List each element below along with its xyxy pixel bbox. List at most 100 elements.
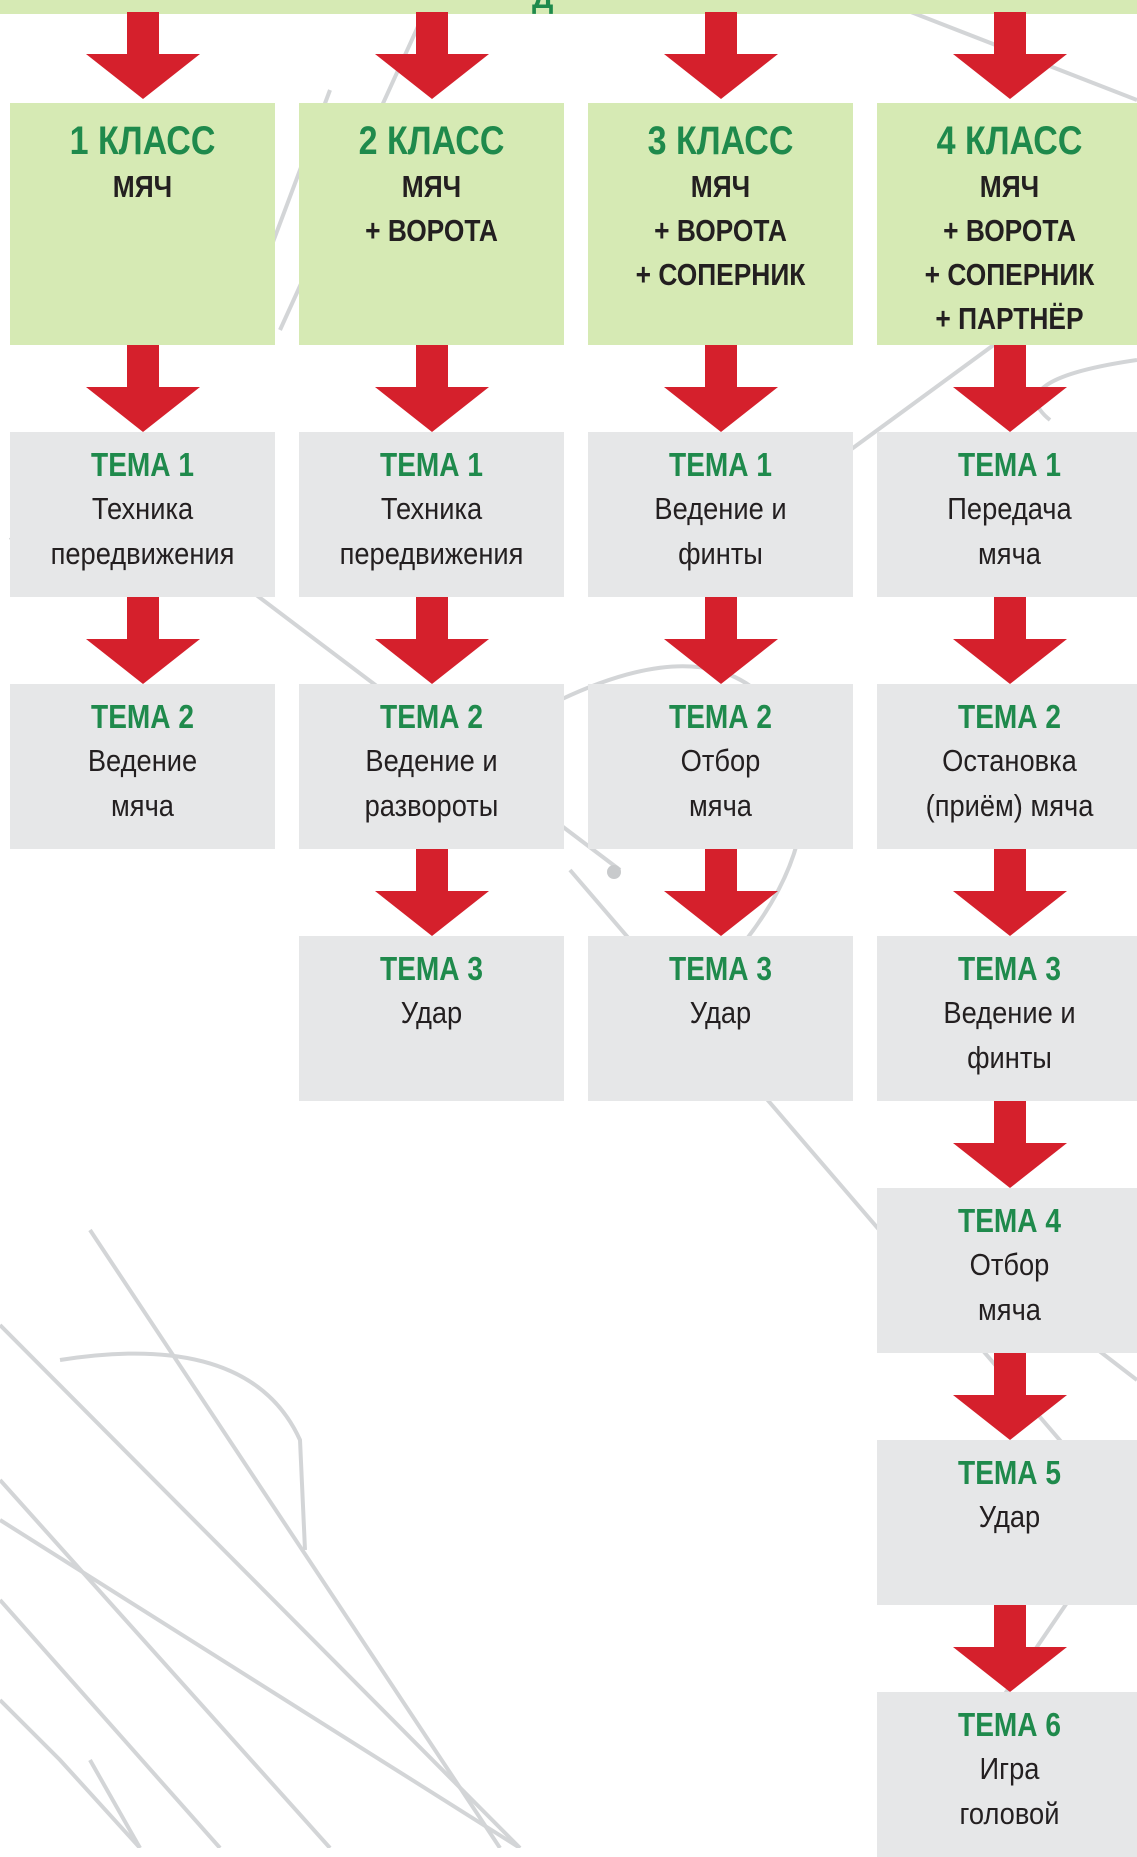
arrow-shaft	[993, 1353, 1026, 1395]
arrow-col4-to-topic-5	[952, 1353, 1067, 1440]
topic-description-line: Отбор	[680, 743, 761, 778]
topic-description-line: развороты	[364, 788, 499, 823]
arrow-head	[952, 1143, 1067, 1188]
topic-title: ТЕМА 1	[380, 446, 483, 483]
grade-equipment-line: МЯЧ	[979, 169, 1040, 204]
grade-equipment-line: МЯЧ	[690, 169, 751, 204]
arrow-shaft	[415, 849, 448, 891]
arrow-shaft	[993, 345, 1026, 387]
arrow-head	[663, 387, 778, 432]
arrow-head	[663, 639, 778, 684]
arrow-head	[952, 639, 1067, 684]
topic-description-line: Ведение и	[654, 491, 787, 526]
arrow-head	[85, 639, 200, 684]
topic-description-line: головой	[959, 1796, 1060, 1831]
arrow-head	[952, 387, 1067, 432]
arrow-col4-to-topic-2	[952, 597, 1067, 684]
arrow-to-grade-1	[85, 12, 200, 99]
topic-description-line: Остановка	[942, 743, 1077, 778]
arrow-head	[952, 54, 1067, 99]
arrow-shaft	[704, 849, 737, 891]
arrow-shaft	[704, 597, 737, 639]
topic-box: ТЕМА 1 Техника передвижения	[10, 432, 275, 597]
arrow-shaft	[993, 1101, 1026, 1143]
grade-title: 2 КЛАСС	[358, 119, 505, 163]
topic-title: ТЕМА 3	[380, 950, 483, 987]
arrow-to-grade-2	[374, 12, 489, 99]
arrow-head	[374, 639, 489, 684]
topic-description-line: Передача	[947, 491, 1072, 526]
topic-description-line: Ведение и	[365, 743, 498, 778]
arrow-to-grade-4	[952, 12, 1067, 99]
arrow-col2-to-topic-2	[374, 597, 489, 684]
arrow-head	[374, 387, 489, 432]
grade-equipment-line: + СОПЕРНИК	[635, 257, 806, 292]
topic-box: ТЕМА 1 Ведение и финты	[588, 432, 853, 597]
top-header-partial-text: Д	[532, 0, 553, 14]
arrow-head	[374, 891, 489, 936]
topic-description-line: Ведение	[87, 743, 198, 778]
topic-description-line: мяча	[111, 788, 174, 823]
topic-box: ТЕМА 2 Ведение и развороты	[299, 684, 564, 849]
arrow-col3-to-topic-3	[663, 849, 778, 936]
arrow-col3-to-topic-1	[663, 345, 778, 432]
arrow-shaft	[126, 12, 159, 54]
arrow-shaft	[415, 345, 448, 387]
topic-title: ТЕМА 1	[91, 446, 194, 483]
topic-title: ТЕМА 1	[958, 446, 1061, 483]
topic-description-line: мяча	[689, 788, 752, 823]
arrow-col4-to-topic-6	[952, 1605, 1067, 1692]
topic-title: ТЕМА 1	[669, 446, 772, 483]
arrow-head	[85, 54, 200, 99]
topic-title: ТЕМА 2	[669, 698, 772, 735]
arrow-col1-to-topic-2	[85, 597, 200, 684]
arrow-col4-to-topic-3	[952, 849, 1067, 936]
topic-description-line: Удар	[400, 995, 463, 1030]
topic-box: ТЕМА 3 Удар	[299, 936, 564, 1101]
topic-box: ТЕМА 2 Ведение мяча	[10, 684, 275, 849]
arrow-col3-to-topic-2	[663, 597, 778, 684]
grade-equipment-line: + ПАРТНЁР	[935, 301, 1084, 336]
topic-title: ТЕМА 6	[958, 1706, 1061, 1743]
arrow-shaft	[415, 597, 448, 639]
arrow-head	[663, 54, 778, 99]
grade-equipment-line: + СОПЕРНИК	[924, 257, 1095, 292]
topic-description-line: передвижения	[50, 536, 235, 571]
grade-title: 3 КЛАСС	[647, 119, 794, 163]
topic-description-line: Техника	[380, 491, 483, 526]
arrow-shaft	[704, 12, 737, 54]
arrow-to-grade-3	[663, 12, 778, 99]
arrow-head	[85, 387, 200, 432]
top-header-bar: Д	[0, 0, 1137, 14]
arrow-shaft	[993, 597, 1026, 639]
arrow-col4-to-topic-4	[952, 1101, 1067, 1188]
topic-description-line: мяча	[978, 1292, 1041, 1327]
topic-description-line: мяча	[978, 536, 1041, 571]
topic-description-line: финты	[678, 536, 763, 571]
topic-title: ТЕМА 2	[380, 698, 483, 735]
arrow-col4-to-topic-1	[952, 345, 1067, 432]
arrow-shaft	[704, 345, 737, 387]
topic-title: ТЕМА 5	[958, 1454, 1061, 1491]
topic-title: ТЕМА 2	[91, 698, 194, 735]
arrow-shaft	[993, 1605, 1026, 1647]
arrow-head	[952, 1647, 1067, 1692]
arrow-shaft	[126, 345, 159, 387]
grade-box-1: 1 КЛАСС МЯЧ	[10, 103, 275, 345]
grade-equipment-line: + ВОРОТА	[365, 213, 498, 248]
grade-title: 4 КЛАСС	[936, 119, 1083, 163]
topic-title: ТЕМА 4	[958, 1202, 1061, 1239]
topic-box: ТЕМА 1 Передача мяча	[877, 432, 1137, 597]
arrow-col2-to-topic-1	[374, 345, 489, 432]
grade-equipment-line: МЯЧ	[112, 169, 173, 204]
topic-title: ТЕМА 2	[958, 698, 1061, 735]
topic-description-line: Техника	[91, 491, 194, 526]
grade-title: 1 КЛАСС	[69, 119, 216, 163]
